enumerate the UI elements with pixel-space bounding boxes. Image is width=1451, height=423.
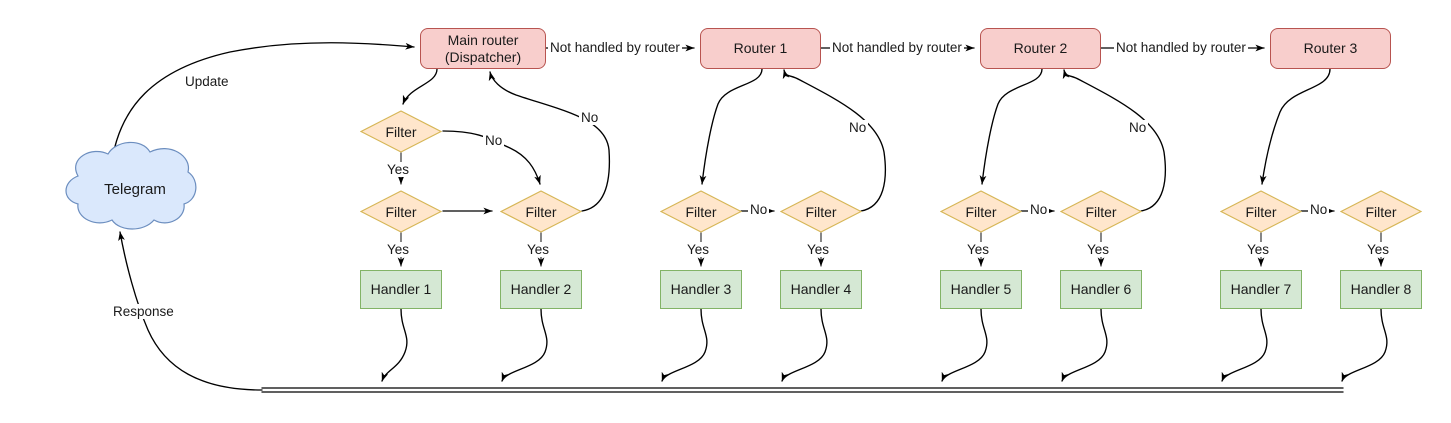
node-handler-2[interactable]: Handler 2 — [500, 270, 582, 309]
node-filter-3[interactable]: Filter — [660, 190, 742, 233]
node-handler-6[interactable]: Handler 6 — [1060, 270, 1142, 309]
edge-label-no-4: No — [847, 120, 869, 135]
main-router-line2: (Dispatcher) — [444, 48, 522, 65]
node-filter-8[interactable]: Filter — [1340, 190, 1422, 233]
edge-h4-bus — [781, 308, 828, 382]
node-filter-6[interactable]: Filter — [1060, 190, 1142, 233]
edge-label-no-6: No — [1127, 120, 1149, 135]
edge-label-yes-8: Yes — [1245, 242, 1272, 257]
node-filter-4[interactable]: Filter — [780, 190, 862, 233]
node-handler-3[interactable]: Handler 3 — [660, 270, 742, 309]
edge-update — [112, 42, 415, 156]
edge-response — [118, 231, 263, 391]
node-filter-2[interactable]: Filter — [500, 190, 582, 233]
edge-ftop-no — [442, 130, 541, 185]
edge-label-not-handled-1: Not handled by router — [548, 40, 682, 55]
edge-label-yes-9: Yes — [1365, 242, 1392, 257]
edge-h1-bus — [381, 308, 408, 382]
node-filter-7[interactable]: Filter — [1220, 190, 1302, 233]
node-handler-5[interactable]: Handler 5 — [940, 270, 1022, 309]
edge-label-no-1: No — [483, 133, 505, 148]
edge-label-yes-4: Yes — [685, 242, 712, 257]
edge-main-to-filter-top — [402, 68, 438, 105]
telegram-cloud-shape — [65, 141, 197, 230]
node-main-router[interactable]: Main router (Dispatcher) — [420, 28, 546, 69]
node-router-1[interactable]: Router 1 — [700, 28, 821, 69]
node-filter-1[interactable]: Filter — [360, 190, 442, 233]
edge-label-update: Update — [183, 74, 231, 89]
node-filter-main-top[interactable]: Filter — [360, 110, 442, 153]
edge-label-yes-1: Yes — [385, 162, 412, 177]
edge-label-yes-3: Yes — [525, 242, 552, 257]
edge-router2-to-f5 — [979, 68, 1043, 185]
edge-label-no-2: No — [579, 110, 601, 125]
node-handler-8[interactable]: Handler 8 — [1340, 270, 1422, 309]
edge-f6-no-router2 — [1062, 69, 1167, 212]
edge-f4-no-router1 — [782, 69, 887, 212]
edge-h6-bus — [1061, 308, 1108, 382]
edge-label-yes-7: Yes — [1085, 242, 1112, 257]
edge-h7-bus — [1221, 308, 1268, 382]
node-router-2[interactable]: Router 2 — [980, 28, 1101, 69]
edge-label-response: Response — [111, 304, 176, 319]
edge-router1-to-f3 — [699, 68, 763, 185]
node-handler-7[interactable]: Handler 7 — [1220, 270, 1302, 309]
edge-router3-to-f7 — [1259, 68, 1331, 185]
edge-label-no-3: No — [748, 202, 770, 217]
node-router-3[interactable]: Router 3 — [1270, 28, 1391, 69]
edge-label-not-handled-2: Not handled by router — [830, 40, 964, 55]
edge-h2-bus — [501, 308, 548, 382]
edge-label-yes-2: Yes — [385, 242, 412, 257]
edge-label-yes-6: Yes — [965, 242, 992, 257]
edge-h8-bus — [1341, 308, 1388, 382]
edge-h5-bus — [941, 308, 988, 382]
edge-label-yes-5: Yes — [805, 242, 832, 257]
edge-label-no-7: No — [1308, 202, 1330, 217]
node-filter-5[interactable]: Filter — [940, 190, 1022, 233]
edge-h3-bus — [661, 308, 708, 382]
node-handler-1[interactable]: Handler 1 — [360, 270, 442, 309]
node-handler-4[interactable]: Handler 4 — [780, 270, 862, 309]
telegram-source-label: Telegram — [104, 181, 166, 199]
edge-label-no-5: No — [1028, 202, 1050, 217]
edge-label-not-handled-3: Not handled by router — [1114, 40, 1248, 55]
main-router-line1: Main router — [447, 32, 519, 49]
